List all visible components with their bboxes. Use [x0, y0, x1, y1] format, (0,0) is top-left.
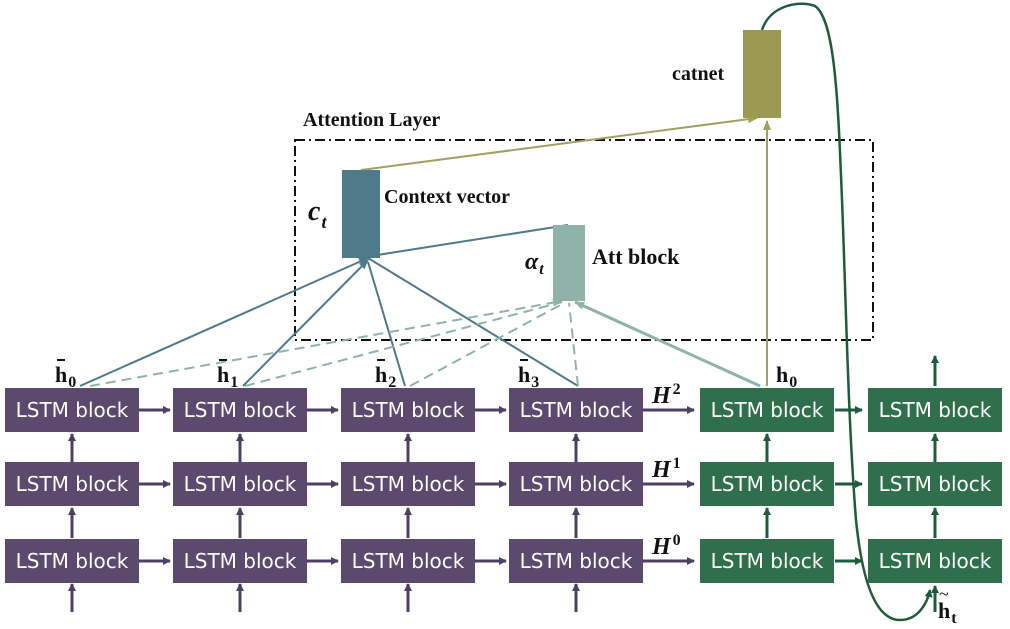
- att-block: [553, 225, 585, 301]
- encoder-lstm-block: LSTM block: [509, 462, 643, 506]
- attention-layer-label: Attention Layer: [303, 109, 441, 131]
- catnet-block: [743, 30, 781, 118]
- h-bar-3-base: h: [518, 359, 531, 387]
- h-tilde-base: h: [938, 585, 950, 622]
- context-attention-lines: [79, 224, 579, 387]
- att-weight-symbol: αt: [525, 249, 544, 278]
- H1-base: H: [652, 457, 671, 483]
- decoder-lstm-block: LSTM block: [868, 539, 1002, 583]
- h-bar-3-sub: 3: [531, 374, 540, 391]
- encoder-lstm-block: LSTM block: [509, 388, 643, 432]
- encoder-lstm-block: LSTM block: [509, 539, 643, 583]
- H0-base: H: [652, 534, 671, 560]
- h-bar-1-base: h: [217, 359, 230, 387]
- encoder-lstm-block: LSTM block: [5, 388, 139, 432]
- h-bar-2-sub: 2: [388, 374, 397, 391]
- encoder-lstm-block: LSTM block: [341, 462, 475, 506]
- h-bar-1-sub: 1: [230, 374, 239, 391]
- catnet-label: catnet: [672, 63, 725, 85]
- decoder-lstm-block: LSTM block: [700, 539, 834, 583]
- context-vector-symbol: ct: [308, 196, 326, 232]
- encoder-lstm-block: LSTM block: [173, 388, 307, 432]
- encoder-lstm-block: LSTM block: [341, 388, 475, 432]
- context-vector-block: [342, 170, 380, 258]
- H1-sup: 1: [672, 455, 681, 472]
- c-t-sub: t: [321, 212, 327, 232]
- decoder-to-att-line: [574, 300, 761, 388]
- att-block-label: Att block: [592, 244, 680, 269]
- H2-sup: 2: [672, 381, 681, 398]
- encoder-lstm-block: LSTM block: [173, 462, 307, 506]
- h-tilde-sub: t: [951, 610, 957, 627]
- encoder-horizontal-arrows: [139, 406, 695, 565]
- catnet-lines: [360, 115, 771, 386]
- decoder-lstm-block: LSTM block: [868, 388, 1002, 432]
- decoder-lstm-block: LSTM block: [700, 462, 834, 506]
- encoder-lstm-block: LSTM block: [341, 539, 475, 583]
- H2-base: H: [652, 383, 671, 409]
- h-bar-1-label: h1: [217, 359, 238, 391]
- h-bar-0-label: h0: [55, 359, 76, 391]
- decoder-h0-label: h0: [776, 362, 797, 391]
- c-t-base: c: [308, 196, 321, 227]
- h-bar-0-sub: 0: [68, 374, 77, 391]
- encoder-lstm-block: LSTM block: [5, 539, 139, 583]
- h-tilde-t-label: ht: [938, 585, 957, 627]
- alpha-t-base: α: [525, 249, 539, 275]
- h-bar-2-label: h2: [375, 359, 396, 391]
- h-bar-3-label: h3: [518, 359, 539, 391]
- h-bar-0-base: h: [55, 359, 68, 387]
- decoder-lstm-block: LSTM block: [868, 462, 1002, 506]
- feedback-loop-line: [760, 2, 933, 622]
- alpha-t-sub: t: [539, 261, 544, 278]
- encoder-vertical-arrows: [68, 433, 580, 612]
- h-bar-2-base: h: [375, 359, 388, 387]
- decoder-arrows: [763, 355, 939, 612]
- encoder-lstm-block: LSTM block: [5, 462, 139, 506]
- h0-base: h: [776, 362, 789, 387]
- att-block-dashed-lines: [89, 298, 579, 387]
- H0-sup: 0: [672, 532, 681, 549]
- h0-sub: 0: [789, 374, 798, 391]
- decoder-lstm-block: LSTM block: [700, 388, 834, 432]
- encoder-lstm-block: LSTM block: [173, 539, 307, 583]
- context-vector-label: Context vector: [384, 186, 511, 208]
